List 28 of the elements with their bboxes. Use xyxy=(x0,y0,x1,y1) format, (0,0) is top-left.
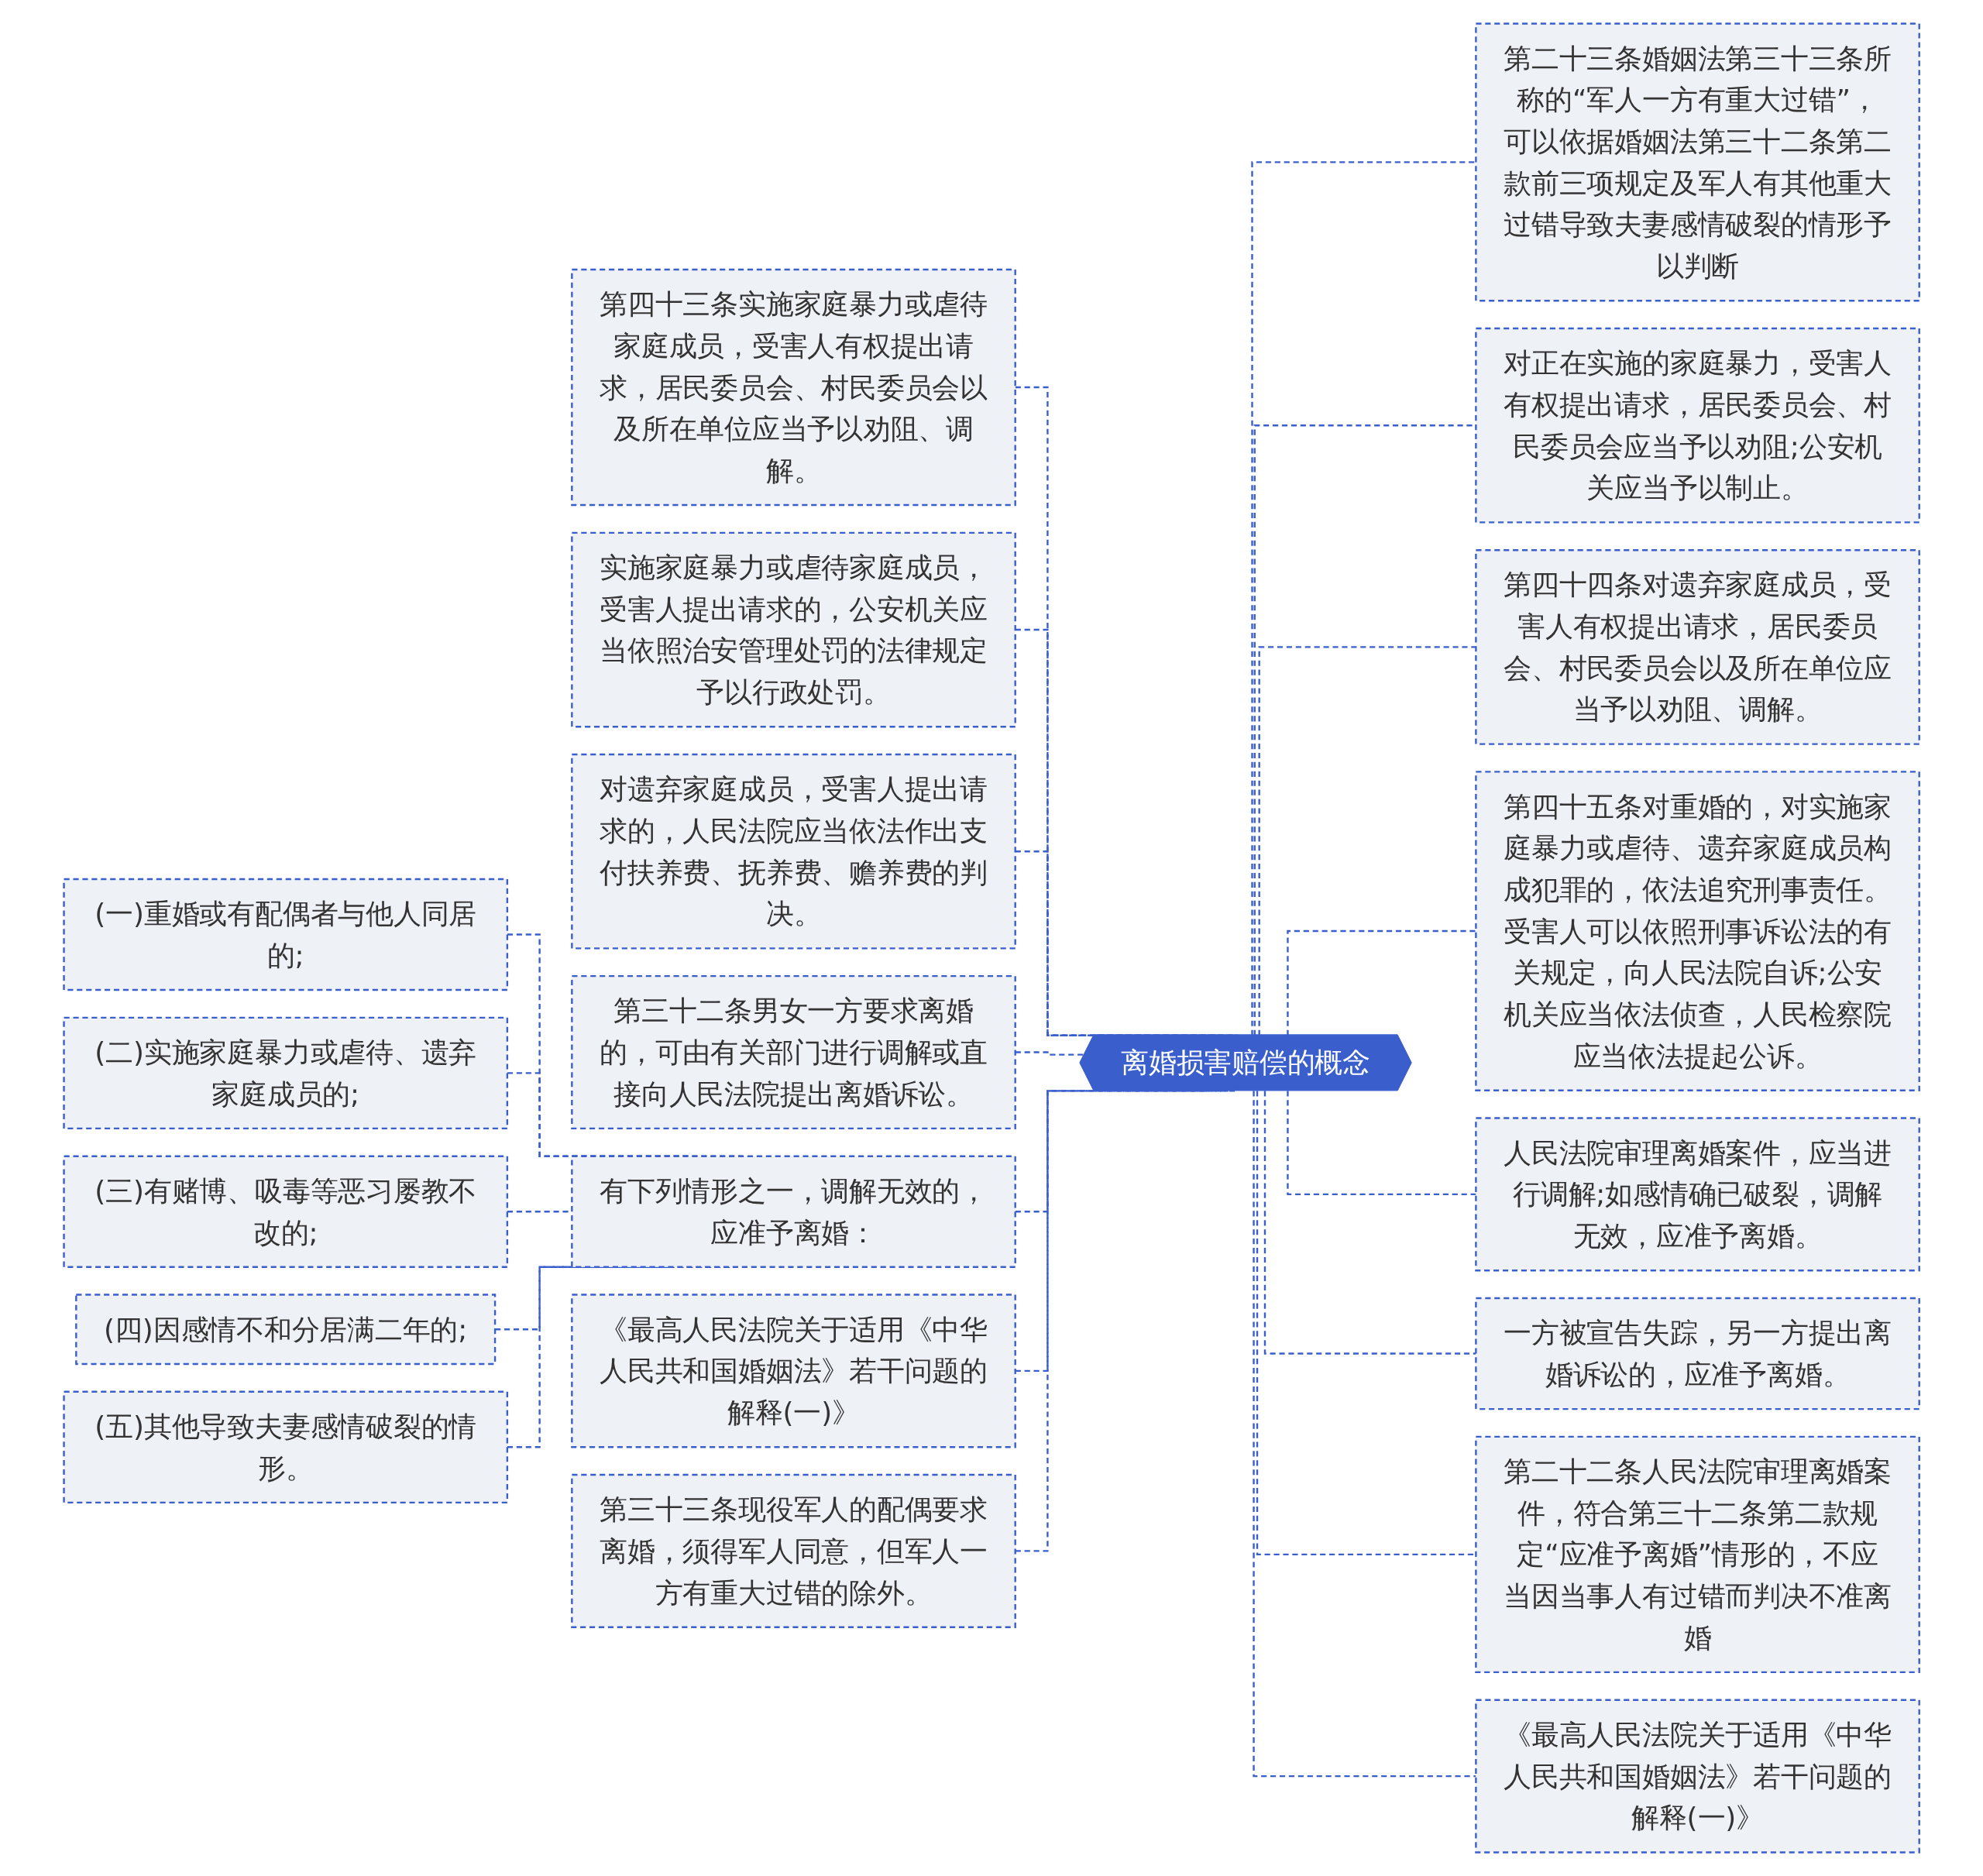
node-box: 第四十四条对遗弃家庭成员，受害人有权提出请求，居民委员会、村民委员会以及所在单位应当予以劝阻、调解。 xyxy=(1475,549,1920,745)
node-box: 《最高人民法院关于适用《中华人民共和国婚姻法》若干问题的解释(一)》 xyxy=(571,1294,1016,1448)
node-box: 第二十二条人民法院审理离婚案件，符合第三十二条第二款规定“应准予离婚”情形的，不应当因当事人有过错而判决不准离婚 xyxy=(1475,1435,1920,1674)
node-box: 对遗弃家庭成员，受害人提出请求的，人民法院应当依法作出支付扶养费、抚养费、赡养费的判决。 xyxy=(571,753,1016,950)
node-box: 人民法院审理离婚案件，应当进行调解;如感情确已破裂，调解无效，应准予离婚。 xyxy=(1475,1117,1920,1272)
connector xyxy=(1258,646,1476,1036)
connector xyxy=(1287,1091,1476,1196)
node-box: 第二十三条婚姻法第三十三条所称的“军人一方有重大过错”，可以依据婚姻法第三十二条第二款前三项规定及军人有其他重大过错导致夫妻感情破裂的情形予以判断 xyxy=(1475,22,1920,302)
connector xyxy=(1287,929,1476,1036)
node-box: (二)实施家庭暴力或虐待、遗弃家庭成员的; xyxy=(63,1016,508,1130)
node-box: 有下列情形之一，调解无效的，应准予离婚： xyxy=(571,1155,1016,1268)
node-box: (一)重婚或有配偶者与他人同居的; xyxy=(63,878,508,991)
connector xyxy=(1251,161,1476,1036)
node-box: (四)因感情不和分居满二年的; xyxy=(75,1294,497,1366)
connector xyxy=(1263,1091,1476,1355)
node-box: 第三十三条现役军人的配偶要求离婚，须得军人同意，但军人一方有重大过错的除外。 xyxy=(571,1473,1016,1628)
node-box: 第四十五条对重婚的，对实施家庭暴力或虐待、遗弃家庭成员构成犯罪的，依法追究刑事责任。受害人可以依照刑事诉讼法的有关规定，向人民法院自诉;公安机关应当依法侦查，人民检察院应当依法提起公诉。 xyxy=(1475,771,1920,1091)
connector xyxy=(1256,1091,1476,1556)
node-box: (五)其他导致夫妻感情破裂的情形。 xyxy=(63,1390,508,1503)
node-box: 对正在实施的家庭暴力，受害人有权提出请求，居民委员会、村民委员会应当予以劝阻;公安机关应当予以制止。 xyxy=(1475,327,1920,524)
node-box: 实施家庭暴力或虐待家庭成员，受害人提出请求的，公安机关应当依照治安管理处罚的法律规定予以行政处罚。 xyxy=(571,531,1016,728)
node-box: 《最高人民法院关于适用《中华人民共和国婚姻法》若干问题的解释(一)》 xyxy=(1475,1699,1920,1854)
node-box: 第三十二条男女一方要求离婚的，可由有关部门进行调解或直接向人民法院提出离婚诉讼。 xyxy=(571,975,1016,1130)
node-box: 第四十三条实施家庭暴力或虐待家庭成员，受害人有权提出请求，居民委员会、村民委员会以及所在单位应当予以劝阻、调解。 xyxy=(571,268,1016,507)
node-box: (三)有赌博、吸毒等恶习屡教不改的; xyxy=(63,1155,508,1268)
connector xyxy=(1253,424,1476,1036)
node-box: 一方被宣告失踪，另一方提出离婚诉讼的，应准予离婚。 xyxy=(1475,1297,1920,1410)
connector xyxy=(1253,1091,1476,1778)
